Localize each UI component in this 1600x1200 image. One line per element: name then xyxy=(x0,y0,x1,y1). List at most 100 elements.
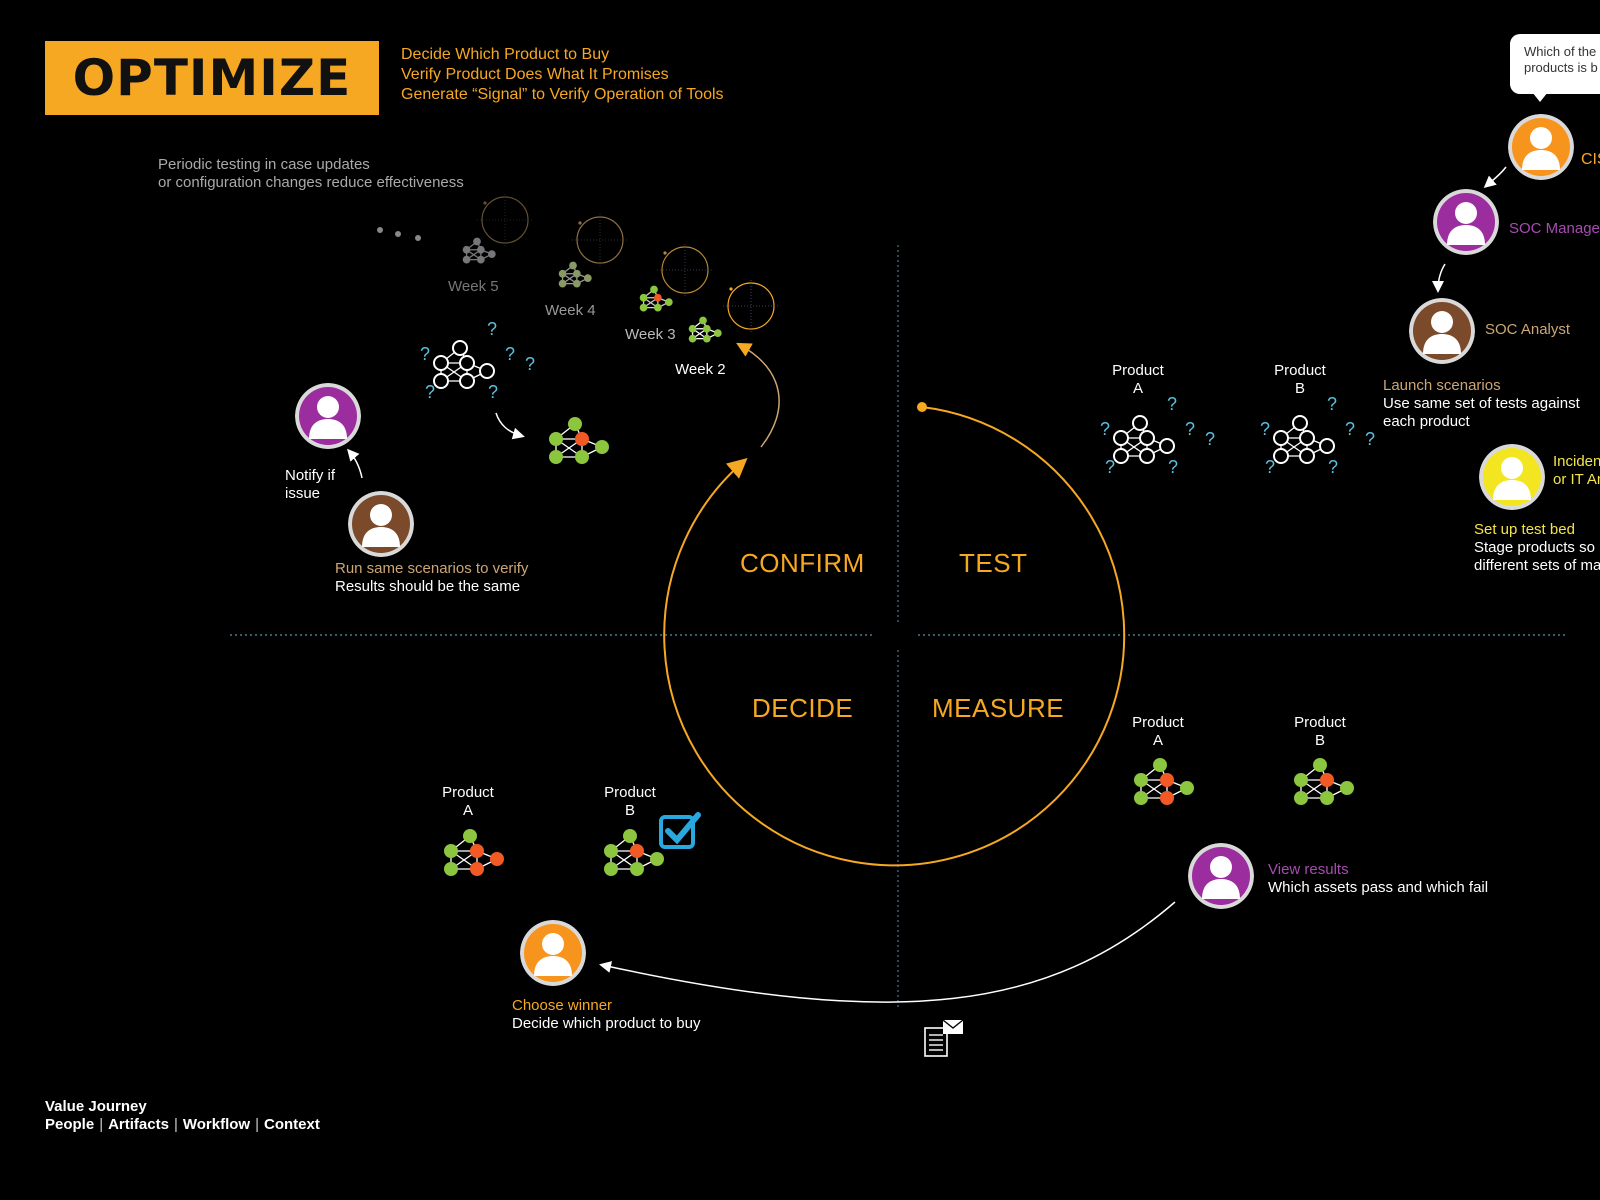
product-word: Product xyxy=(442,784,494,801)
footer-separator: | xyxy=(173,1116,178,1133)
setup-testbed-step: Set up test bed Stage products so differ… xyxy=(1474,521,1600,575)
network-node xyxy=(490,852,504,866)
soc-manager-label: SOC Manager xyxy=(1509,220,1600,237)
footer-separator: | xyxy=(99,1116,104,1133)
periodic-note-line: Periodic testing in case updates xyxy=(158,156,370,173)
question-mark: ? xyxy=(1260,419,1270,439)
network-node xyxy=(703,324,711,333)
step-title: Set up test bed xyxy=(1474,521,1575,538)
network-node xyxy=(575,432,589,446)
network-node xyxy=(630,844,644,858)
soc-analyst-label: SOC Analyst xyxy=(1485,321,1571,338)
network-node xyxy=(575,450,589,464)
network-node xyxy=(444,862,458,876)
step-title: Launch scenarios xyxy=(1383,377,1501,394)
network-node xyxy=(1273,430,1289,446)
view-results-step: View results Which assets pass and which… xyxy=(1268,861,1488,897)
product-letter: A xyxy=(1152,732,1163,749)
question-mark: ? xyxy=(1345,419,1355,439)
question-to-result-arrow xyxy=(495,412,525,440)
ellipsis-dot xyxy=(415,235,421,241)
ciso-label: CIS xyxy=(1581,151,1600,168)
product-letter: B xyxy=(1314,732,1325,749)
mini-cycle-icon xyxy=(657,244,713,296)
product-word: Product xyxy=(1132,714,1184,731)
subtitle-list: Decide Which Product to Buy Verify Produ… xyxy=(401,45,724,105)
product-letter: B xyxy=(624,802,635,819)
network-node xyxy=(623,829,637,843)
network-node xyxy=(665,298,673,306)
network-node xyxy=(1113,430,1129,446)
network-node xyxy=(1292,415,1308,431)
footer-title: Value Journey xyxy=(45,1098,147,1115)
network-node xyxy=(459,355,475,371)
network-node xyxy=(1320,791,1334,805)
network-node xyxy=(1153,758,1167,772)
ellipsis-dot xyxy=(377,227,383,233)
network-node xyxy=(573,269,581,278)
product-letter: A xyxy=(462,802,473,819)
week-label: Week 3 xyxy=(625,326,676,343)
report-email-icon xyxy=(924,1019,964,1057)
network-node xyxy=(1134,791,1148,805)
product-letter: B xyxy=(1294,380,1305,397)
network-node xyxy=(433,373,449,389)
network-node xyxy=(1299,448,1315,464)
step-text: Use same set of tests against xyxy=(1383,395,1580,412)
network-node xyxy=(703,334,711,343)
footer-link-people[interactable]: People xyxy=(45,1116,95,1133)
step-title: Choose winner xyxy=(512,997,613,1014)
network-node xyxy=(688,324,697,333)
network-node xyxy=(639,303,648,312)
footer-links: People|Artifacts|Workflow|Context xyxy=(45,1116,320,1134)
network-node xyxy=(714,329,722,337)
step-text: each product xyxy=(1383,413,1470,430)
network-node xyxy=(444,844,458,858)
cycle-arc xyxy=(663,406,1126,867)
question-mark: ? xyxy=(487,319,497,339)
network-node xyxy=(604,844,618,858)
network-node xyxy=(1294,773,1308,787)
step-text: Which assets pass and which fail xyxy=(1268,879,1489,896)
network-node xyxy=(462,245,471,254)
network-node xyxy=(573,279,581,288)
speech-bubble: Which of the products is b xyxy=(1510,34,1600,94)
mini-cycle-icon xyxy=(477,194,533,246)
footer-nav: Value Journey People|Artifacts|Workflow|… xyxy=(45,1098,320,1134)
network-node xyxy=(1132,415,1148,431)
product-word: Product xyxy=(1274,362,1326,379)
question-mark: ? xyxy=(525,354,535,374)
step-title: View results xyxy=(1268,861,1349,878)
network-node xyxy=(1113,448,1129,464)
step-text: Notify if xyxy=(285,467,336,484)
network-node xyxy=(1299,430,1315,446)
quadrant-confirm: CONFIRM xyxy=(740,548,865,578)
launch-scenarios-step: Launch scenarios Use same set of tests a… xyxy=(1383,377,1580,431)
network-node xyxy=(558,279,567,288)
question-mark: ? xyxy=(505,344,515,364)
network-node xyxy=(1139,448,1155,464)
incident-responder-label: Inciden or IT An xyxy=(1553,453,1600,489)
footer-link-workflow[interactable]: Workflow xyxy=(182,1116,251,1133)
step-text: Decide which product to buy xyxy=(512,1015,701,1032)
network-node xyxy=(569,261,577,270)
network-node xyxy=(1160,773,1174,787)
run-scenarios-step: Run same scenarios to verify Results sho… xyxy=(335,560,528,596)
ellipsis-dot xyxy=(395,231,401,237)
periodic-note: Periodic testing in case updates or conf… xyxy=(158,156,464,192)
question-mark: ? xyxy=(1167,394,1177,414)
question-mark: ? xyxy=(425,382,435,402)
network-node xyxy=(1273,448,1289,464)
week-label: Week 4 xyxy=(545,302,596,319)
bottom-return-arrow xyxy=(599,901,1176,1003)
product-word: Product xyxy=(1294,714,1346,731)
network-node xyxy=(1159,438,1175,454)
footer-link-artifacts[interactable]: Artifacts xyxy=(108,1116,169,1133)
question-mark: ? xyxy=(1105,457,1115,477)
footer-link-context[interactable]: Context xyxy=(264,1116,320,1133)
network-node xyxy=(477,245,485,254)
